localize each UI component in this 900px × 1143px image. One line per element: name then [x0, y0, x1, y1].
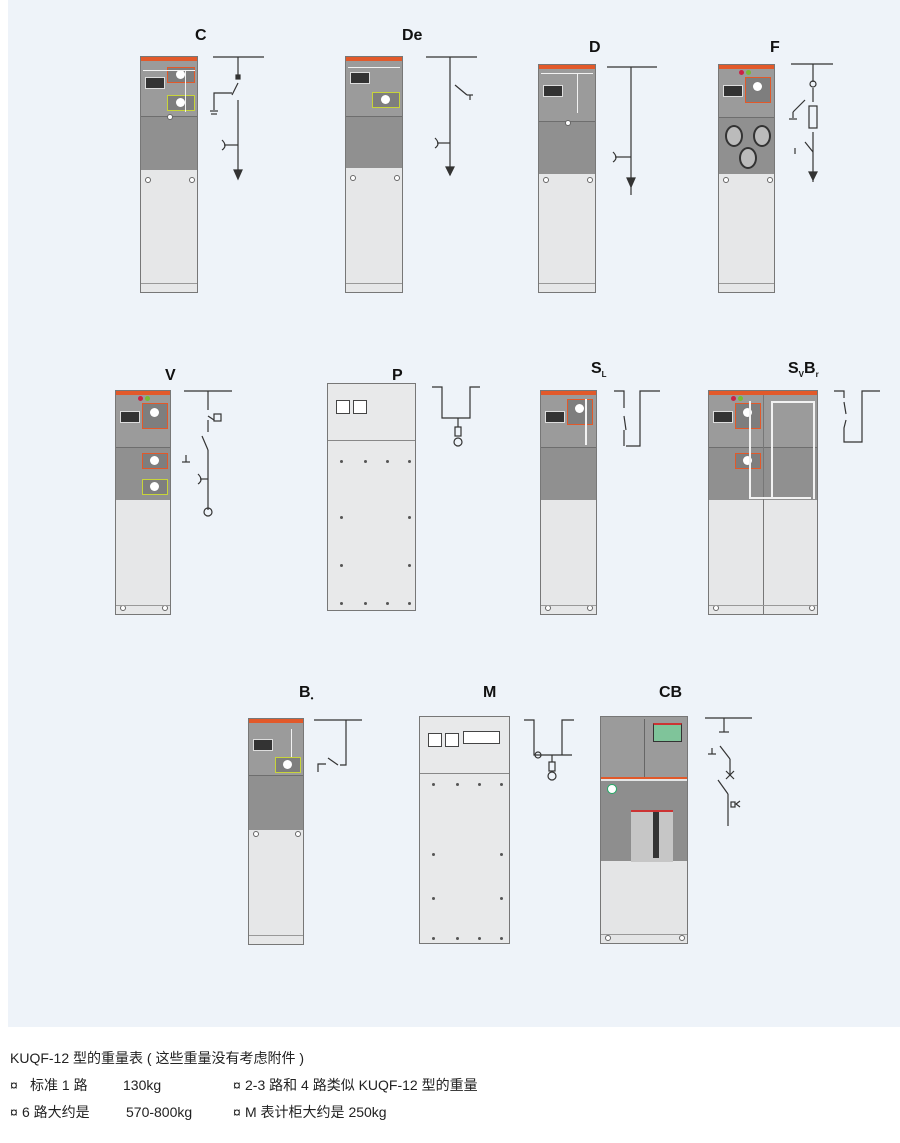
cabinet-C	[140, 56, 198, 293]
schematic-De	[426, 56, 477, 177]
schematic-B	[314, 719, 362, 772]
cabinet-F	[718, 64, 775, 293]
label-SvBr: SVBr	[788, 360, 819, 379]
schematic-P	[432, 386, 480, 447]
cabinet-D	[538, 64, 596, 293]
cabinet-SL	[540, 390, 597, 615]
label-M: M	[483, 684, 497, 701]
cabinet-De	[345, 56, 403, 293]
cabinet-SvBr	[708, 390, 818, 615]
label-sub: V	[798, 370, 805, 380]
cabinet-V	[115, 390, 171, 615]
cabinet-CB	[600, 716, 688, 944]
schematic-V	[182, 390, 232, 517]
label-sub: L	[601, 370, 607, 380]
cabinet-M	[419, 716, 510, 944]
label-main: B	[299, 684, 311, 701]
bullet-icon: ¤	[10, 1104, 18, 1120]
note-value: 570-800kg	[126, 1104, 193, 1120]
schematic-M	[524, 719, 574, 781]
cabinet-P	[327, 383, 416, 611]
notes-title: KUQF-12 型的重量表 ( 这些重量没有考虑附件 )	[10, 1050, 305, 1066]
label-De: De	[402, 27, 423, 44]
note-text: M 表计柜大约是 250kg	[245, 1104, 387, 1120]
schematic-CB	[705, 717, 752, 826]
label-P: P	[392, 367, 403, 384]
schematic-C	[210, 56, 264, 181]
note-text: 标准 1 路	[30, 1077, 88, 1093]
label-SL: SL	[591, 360, 607, 379]
label-F: F	[770, 39, 780, 56]
schematic-F	[789, 63, 833, 182]
label-D: D	[589, 39, 601, 56]
label-B: B•	[299, 684, 313, 703]
bullet-icon: ¤	[233, 1077, 241, 1093]
label-V: V	[165, 367, 176, 384]
label-sub: •	[310, 694, 314, 704]
schematic-SL	[614, 390, 660, 447]
weight-notes: KUQF-12 型的重量表 ( 这些重量没有考虑附件 ) ¤ 标准 1 路 130k…	[10, 1045, 478, 1126]
note-text: 2-3 路和 4 路类似 KUQF-12 型的重量	[245, 1077, 478, 1093]
label-main-2: B	[804, 360, 816, 377]
label-CB: CB	[659, 684, 683, 701]
note-value: 130kg	[123, 1077, 162, 1093]
note-text: 6 路大约是	[22, 1104, 90, 1120]
label-main: S	[788, 360, 799, 377]
label-C: C	[195, 27, 207, 44]
cabinet-B	[248, 718, 304, 945]
label-main: S	[591, 360, 602, 377]
schematic-SvBr	[834, 390, 880, 443]
label-sub-2: r	[815, 370, 819, 380]
bullet-icon: ¤	[10, 1077, 18, 1093]
schematic-D	[607, 66, 657, 195]
bullet-icon: ¤	[233, 1104, 241, 1120]
